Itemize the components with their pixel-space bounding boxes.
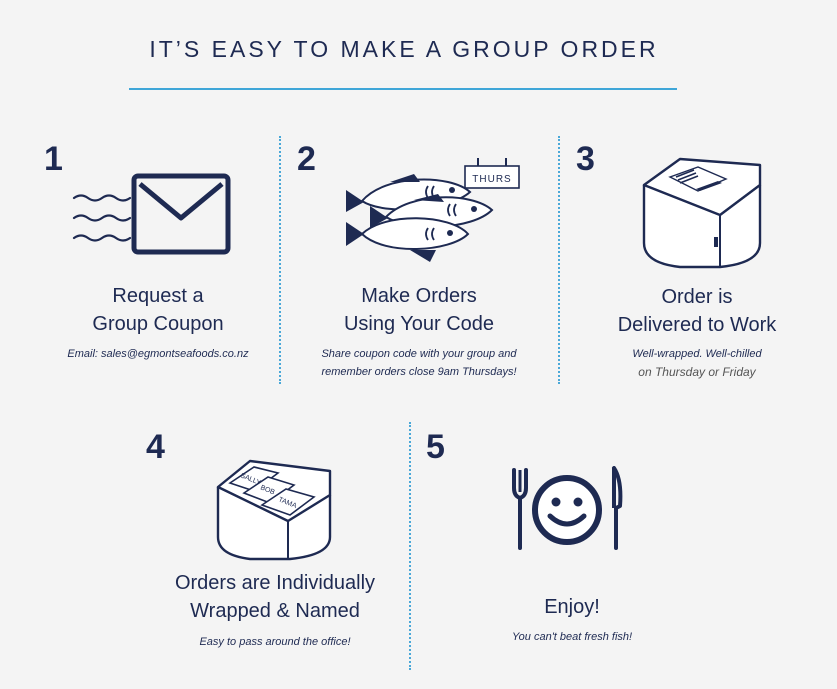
- envelope-icon: [72, 173, 231, 255]
- title-underline: [129, 88, 677, 90]
- step-1-email: Email: sales@egmontseafoods.co.nz: [67, 348, 249, 360]
- smiley-plate: [532, 475, 602, 545]
- step-4-number: 4: [146, 428, 165, 466]
- step-2-sub: Share coupon code with your group and re…: [300, 345, 538, 381]
- step-4-heading: Orders are Individually Wrapped & Named: [140, 569, 410, 625]
- step-4-sub: Easy to pass around the office!: [140, 633, 410, 651]
- step-3-heading-line2: Delivered to Work: [617, 314, 777, 336]
- step-4-heading-line2: Wrapped & Named: [190, 600, 360, 622]
- step-2-heading-line1: Make Orders: [361, 285, 477, 307]
- knife-icon: [612, 466, 623, 550]
- step-5-sub-line1: You can't beat fresh fish!: [511, 631, 633, 643]
- divider-4-5: [409, 422, 411, 670]
- step-4-heading-line1: Orders are Individually: [174, 572, 376, 594]
- step-2-number: 2: [297, 140, 316, 178]
- step-5-number: 5: [426, 428, 445, 466]
- step-5-heading: Enjoy!: [452, 593, 692, 621]
- step-3-sub-line2: on Thursday or Friday: [638, 365, 756, 379]
- step-5-sub: You can't beat fresh fish!: [452, 628, 692, 646]
- step-1-number: 1: [44, 140, 63, 178]
- step-3-heading-line1: Order is: [661, 286, 733, 308]
- step-1-sub: Email: sales@egmontseafoods.co.nz: [40, 345, 276, 363]
- step-3-number: 3: [576, 140, 595, 178]
- step-2-sub-line2: remember orders close 9am Thursdays!: [321, 366, 517, 378]
- step-2-heading: Make Orders Using Your Code: [300, 282, 538, 338]
- step-2-sub-line1: Share coupon code with your group and: [321, 348, 517, 360]
- thurs-sign: THURS: [464, 158, 520, 189]
- fork-icon: [512, 468, 528, 550]
- step-4-sub-line1: Easy to pass around the office!: [199, 636, 351, 648]
- step-1-heading-line2: Group Coupon: [92, 313, 224, 335]
- step-1-heading: Request a Group Coupon: [40, 282, 276, 338]
- page-title: IT’S EASY TO MAKE A GROUP ORDER: [149, 36, 659, 62]
- divider-1-2: [279, 136, 281, 384]
- step-3-sub-line1: Well-wrapped. Well-chilled: [632, 348, 762, 360]
- named-packages-icon: SALLY BOB TAMA: [216, 459, 332, 561]
- step-2-heading-line2: Using Your Code: [343, 313, 495, 335]
- step-3-heading: Order is Delivered to Work: [580, 283, 814, 339]
- divider-2-3: [558, 136, 560, 384]
- fish-icon: THURS: [346, 158, 520, 262]
- box-icon: [642, 157, 762, 269]
- thurs-label: THURS: [472, 174, 511, 185]
- step-5-heading-line1: Enjoy!: [544, 596, 600, 618]
- step-1-heading-line1: Request a: [112, 285, 204, 307]
- plate-smiley-icon: [512, 466, 623, 550]
- step-3-sub: Well-wrapped. Well-chilled on Thursday o…: [580, 345, 814, 381]
